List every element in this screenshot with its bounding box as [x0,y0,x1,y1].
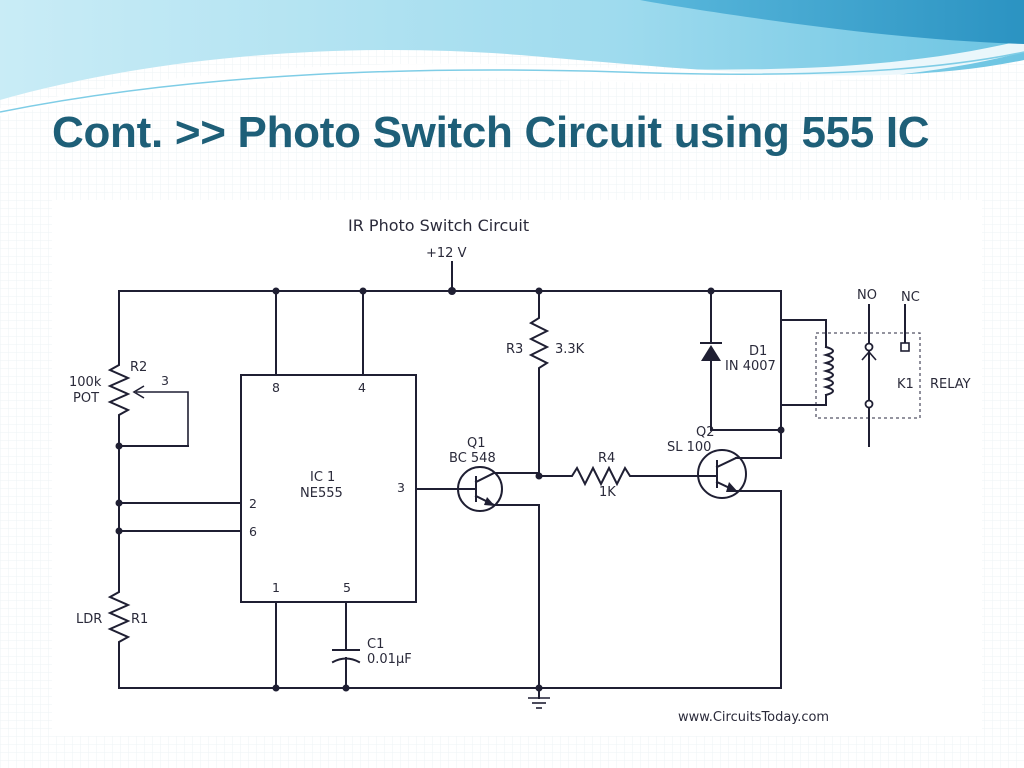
relay-nc-label: NC [901,290,920,305]
ic-pin-8: 8 [272,380,280,395]
circuit-schematic: IR Photo Switch Circuit +12 V www.Circui… [69,216,971,725]
d1-part: IN 4007 [725,359,776,374]
c1-value: 0.01µF [367,652,412,667]
supply-label: +12 V [426,246,467,261]
ground-symbol [528,687,550,709]
transistor-q2 [697,449,782,499]
pot-wiper-pin: 3 [161,373,169,388]
q2-ref: Q2 [696,425,715,440]
resistor-r4 [538,465,699,487]
ldr-ref: R1 [131,612,148,627]
ldr-r1 [107,587,131,649]
diagram-title: IR Photo Switch Circuit [348,216,529,235]
ic-pin-2: 2 [249,496,257,511]
wave-dark [640,0,1024,44]
ic-part: NE555 [300,486,343,501]
c1-ref: C1 [367,637,384,652]
relay-label: RELAY [930,377,971,392]
r4-value: 1K [599,485,616,500]
r3-value: 3.3K [555,342,585,357]
d1-ref: D1 [749,344,767,359]
relay-k1 [780,304,921,447]
q1-part: BC 548 [449,451,496,466]
q1-ref: Q1 [467,436,486,451]
ldr-type: LDR [76,612,102,627]
pot-r2 [107,361,189,450]
trigger-threshold-wires [115,499,242,535]
wave-line [0,51,1024,113]
transistor-q1 [457,466,540,512]
ground-rail-wire [118,684,782,692]
relay-no-label: NO [857,288,877,303]
wave-white-band [0,40,1024,116]
ic-pin-4: 4 [358,380,366,395]
resistor-r3 [528,287,550,480]
pot-value: 100k [69,375,102,390]
diode-d1 [700,287,785,434]
r3-ref: R3 [506,342,523,357]
capacitor-c1 [331,601,361,689]
pot-ref: R2 [130,360,147,375]
top-rail-wire [118,290,782,441]
r4-ref: R4 [598,451,615,466]
relay-ref: K1 [897,377,914,392]
diagram-panel: IR Photo Switch Circuit +12 V www.Circui… [52,200,982,736]
ic-ref: IC 1 [310,470,335,485]
pot-type: POT [73,391,99,406]
slide-title: Cont. >> Photo Switch Circuit using 555 … [52,108,930,157]
ic-pin-5: 5 [343,580,351,595]
wave-light [0,0,1024,100]
ic-pin-6: 6 [249,524,257,539]
credit-text: www.CircuitsToday.com [678,710,829,725]
q2-part: SL 100 [667,440,711,455]
ic-pin-3: 3 [397,480,405,495]
ic-pin-1: 1 [272,580,280,595]
